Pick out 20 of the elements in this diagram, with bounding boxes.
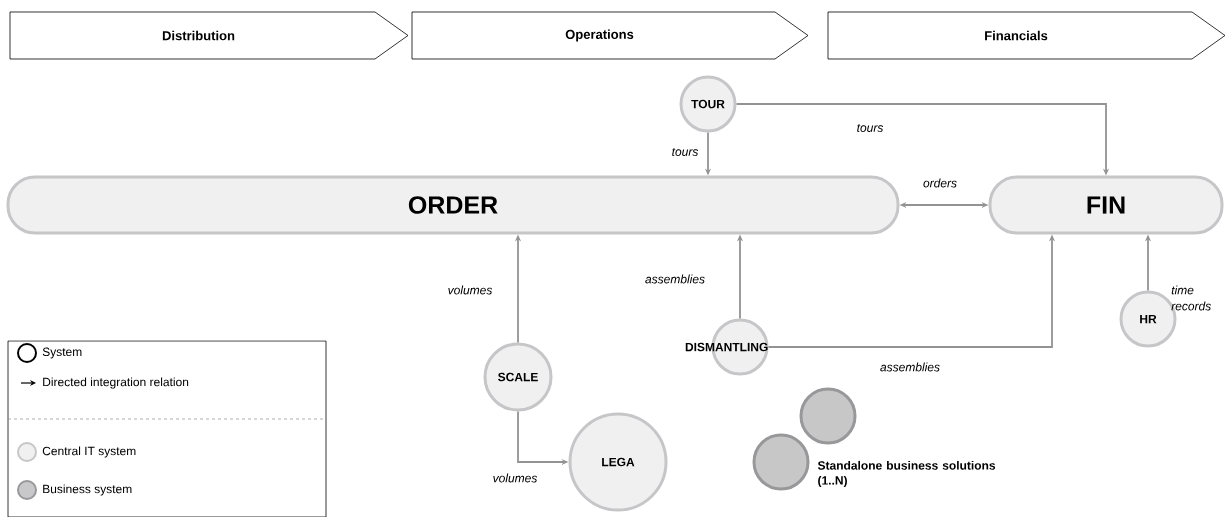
system-box: ORDER — [6, 175, 900, 235]
edge-label: assemblies — [880, 362, 940, 372]
phase-header: Distribution — [9, 11, 409, 60]
legend-label: System — [42, 347, 82, 359]
edge-label: assemblies — [645, 274, 705, 284]
edge-label: tours — [857, 124, 884, 132]
phase-header: Operations — [411, 11, 809, 60]
edge-label: volumes — [493, 473, 538, 483]
business-circle — [799, 387, 857, 445]
business-circle — [752, 433, 810, 491]
legend-label: Directed integration relation — [43, 377, 189, 389]
legend-label: Business system — [43, 484, 132, 496]
edge-label: orders — [923, 178, 957, 188]
edge-label: volumes — [448, 285, 493, 295]
system-box: FIN — [988, 175, 1224, 235]
edge-label: tours — [672, 148, 699, 156]
phase-header: Financials — [827, 11, 1226, 60]
note-text: Standalone business solutions (1..N) — [817, 460, 996, 488]
edge-label: time records — [1171, 285, 1211, 311]
legend-label: Central IT system — [42, 446, 136, 458]
